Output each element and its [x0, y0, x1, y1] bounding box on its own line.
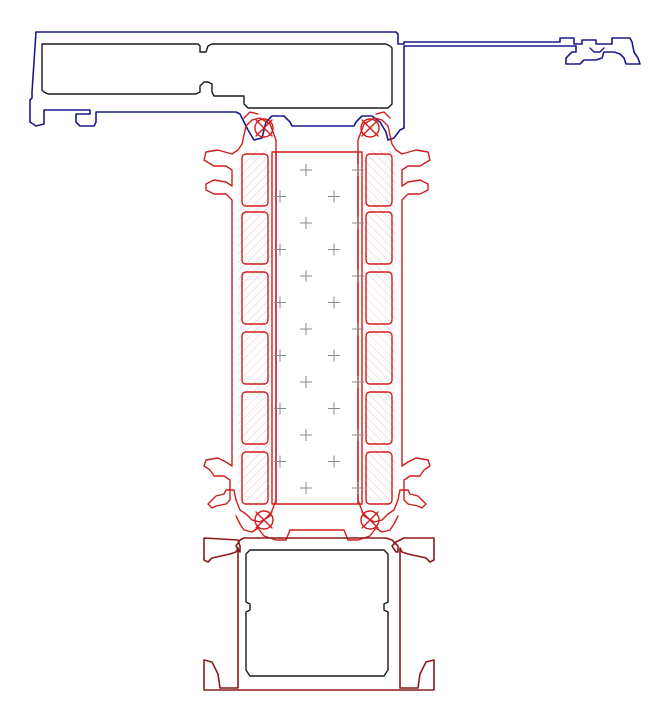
infill-cross-mark	[352, 217, 364, 229]
top-left-connector	[254, 118, 274, 138]
left-chamber	[241, 271, 269, 325]
right-chamber	[365, 211, 393, 265]
bottom-frame-outline	[203, 537, 435, 691]
infill-cross-mark	[300, 482, 312, 494]
right-hatch-strip	[364, 150, 396, 500]
top-right-connector	[360, 118, 380, 138]
infill-cross-mark	[328, 296, 340, 309]
insulation-infill	[274, 164, 364, 494]
bottom-frame-profile	[203, 537, 435, 691]
infill-cross-mark	[274, 243, 286, 256]
bottom-right-connector	[360, 510, 380, 530]
infill-cross-mark	[328, 455, 340, 468]
top-frame-profile	[29, 31, 641, 141]
right-chamber	[365, 391, 393, 445]
right-chamber	[365, 271, 393, 325]
infill-cross-mark	[328, 349, 340, 362]
infill-cross-mark	[274, 402, 286, 415]
infill-cross-mark	[300, 376, 312, 388]
bottom-bridge-profile	[235, 515, 399, 541]
left-hatch-strip	[238, 150, 270, 500]
right-chamber	[365, 331, 393, 385]
infill-cross-mark	[352, 482, 364, 494]
right-chambers	[365, 153, 393, 505]
infill-cross-mark	[300, 164, 312, 176]
thermal-break-assembly	[203, 111, 431, 541]
infill-cross-mark	[328, 243, 340, 256]
infill-cross-mark	[328, 190, 340, 203]
top-frame-inner-chamber	[41, 43, 393, 109]
infill-cross-mark	[274, 296, 286, 309]
bottom-frame-inner-chamber	[245, 549, 389, 677]
left-chamber	[241, 391, 269, 445]
infill-cross-mark	[274, 455, 286, 468]
infill-panel	[271, 151, 363, 505]
infill-cross-mark	[300, 217, 312, 229]
infill-cross-mark	[352, 270, 364, 282]
infill-cross-mark	[274, 190, 286, 203]
infill-cross-mark	[274, 349, 286, 362]
top-frame-outline	[29, 31, 641, 141]
left-chamber	[241, 153, 269, 207]
bottom-left-connector	[254, 510, 274, 530]
infill-cross-mark	[352, 164, 364, 176]
right-chamber	[365, 153, 393, 207]
infill-cross-mark	[328, 402, 340, 415]
infill-cross-mark	[352, 376, 364, 388]
left-strut-profile	[203, 117, 277, 523]
infill-cross-mark	[300, 323, 312, 335]
top-frame-hook	[589, 47, 605, 53]
top-bridge-profile	[243, 111, 391, 119]
infill-cross-mark	[352, 429, 364, 441]
infill-cross-mark	[300, 270, 312, 282]
infill-cross-mark	[300, 429, 312, 441]
infill-cross-mark	[352, 323, 364, 335]
right-strut-profile	[357, 117, 431, 523]
left-chambers	[241, 153, 269, 505]
left-chamber	[241, 211, 269, 265]
left-chamber	[241, 451, 269, 505]
right-chamber	[365, 451, 393, 505]
left-chamber	[241, 331, 269, 385]
